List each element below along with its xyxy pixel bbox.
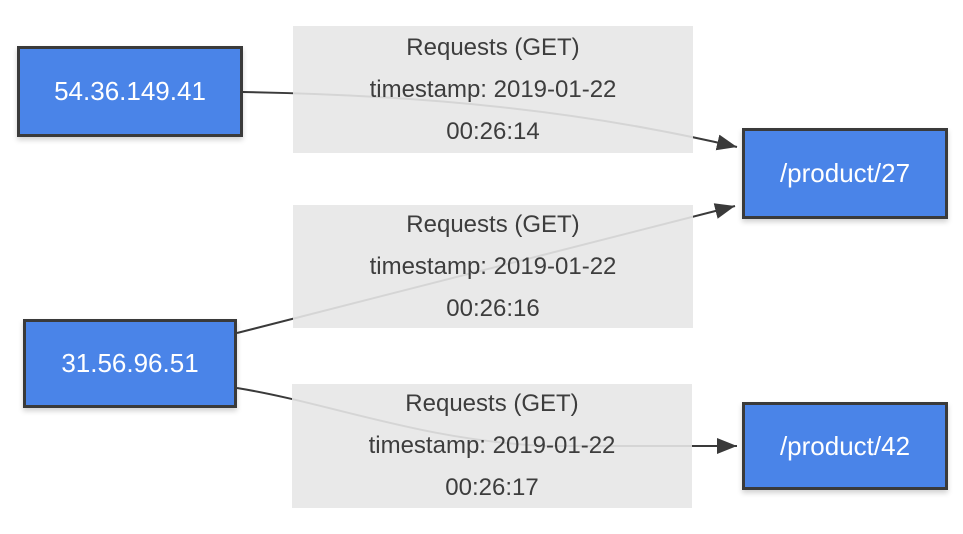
edge-label-1: Requests (GET) timestamp: 2019-01-22 00:… xyxy=(293,26,693,153)
edge-label-timestamp-time: 00:26:14 xyxy=(446,117,540,145)
node-url-42: /product/42 xyxy=(742,402,948,490)
edge-label-relationship: Requests (GET) xyxy=(406,33,580,61)
edge-label-timestamp-time: 00:26:17 xyxy=(445,474,539,501)
edge-label-timestamp-date: timestamp: 2019-01-22 xyxy=(368,432,616,459)
edge-label-2: Requests (GET) timestamp: 2019-01-22 00:… xyxy=(293,205,693,328)
node-url-27: /product/27 xyxy=(742,128,948,219)
edge-label-3: Requests (GET) timestamp: 2019-01-22 00:… xyxy=(292,384,692,508)
node-ip-1: 54.36.149.41 xyxy=(17,46,243,137)
edge-label-timestamp-date: timestamp: 2019-01-22 xyxy=(369,252,617,280)
edge-label-relationship: Requests (GET) xyxy=(405,390,579,417)
edge-label-timestamp-date: timestamp: 2019-01-22 xyxy=(369,75,617,103)
edge-label-timestamp-time: 00:26:16 xyxy=(446,294,540,322)
edge-label-relationship: Requests (GET) xyxy=(406,210,580,238)
node-ip-2: 31.56.96.51 xyxy=(23,319,237,408)
